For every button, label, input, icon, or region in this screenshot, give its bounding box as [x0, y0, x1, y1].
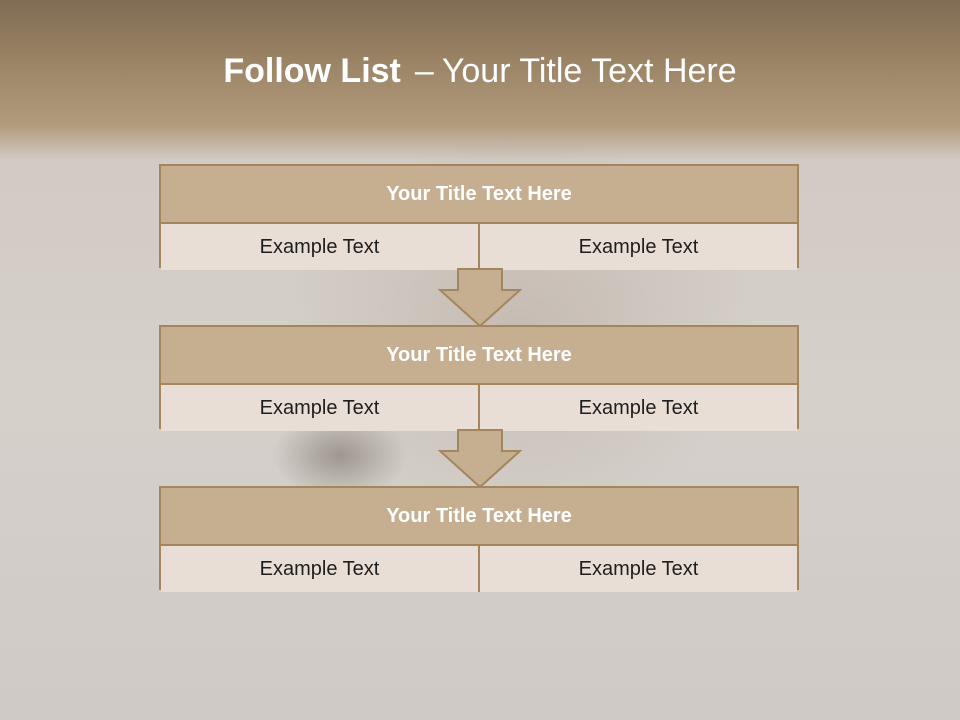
- step-title-1: Your Title Text Here: [161, 166, 797, 224]
- step-block-2: Your Title Text Here Example Text Exampl…: [159, 325, 799, 431]
- step-row-3: Example Text Example Text: [161, 546, 797, 592]
- step-title-3: Your Title Text Here: [161, 488, 797, 546]
- step-block-3: Your Title Text Here Example Text Exampl…: [159, 486, 799, 592]
- slide-title-rest: Your Title Text Here: [441, 52, 737, 90]
- step-1-right-cell: Example Text: [478, 224, 797, 270]
- step-2-left-cell: Example Text: [161, 385, 478, 431]
- slide-title-bold: Follow List: [223, 52, 401, 90]
- step-3-right-cell: Example Text: [478, 546, 797, 592]
- header-band: [0, 0, 960, 160]
- step-row-1: Example Text Example Text: [161, 224, 797, 270]
- slide-title-separator: –: [414, 52, 434, 90]
- down-arrow-icon-1: [438, 268, 522, 328]
- down-arrow-icon-2: [438, 429, 522, 489]
- step-row-2: Example Text Example Text: [161, 385, 797, 431]
- step-1-left-cell: Example Text: [161, 224, 478, 270]
- step-block-1: Your Title Text Here Example Text Exampl…: [159, 164, 799, 270]
- step-3-left-cell: Example Text: [161, 546, 478, 592]
- step-2-right-cell: Example Text: [478, 385, 797, 431]
- slide-title: Follow List–Your Title Text Here: [0, 52, 960, 91]
- step-title-2: Your Title Text Here: [161, 327, 797, 385]
